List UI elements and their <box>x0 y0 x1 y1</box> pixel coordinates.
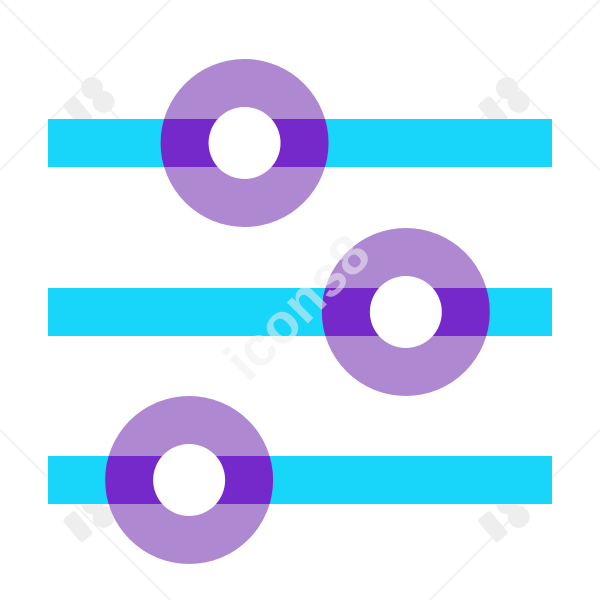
slider-knobs <box>105 59 490 564</box>
slider-top-knob-hole <box>208 107 281 179</box>
slider-middle-knob[interactable] <box>321 228 490 396</box>
slider-bottom-knob-hole <box>153 444 226 516</box>
slider-bottom-knob[interactable] <box>105 396 274 564</box>
slider-top-knob[interactable] <box>160 59 329 227</box>
slider-middle-knob-hole <box>369 276 442 348</box>
